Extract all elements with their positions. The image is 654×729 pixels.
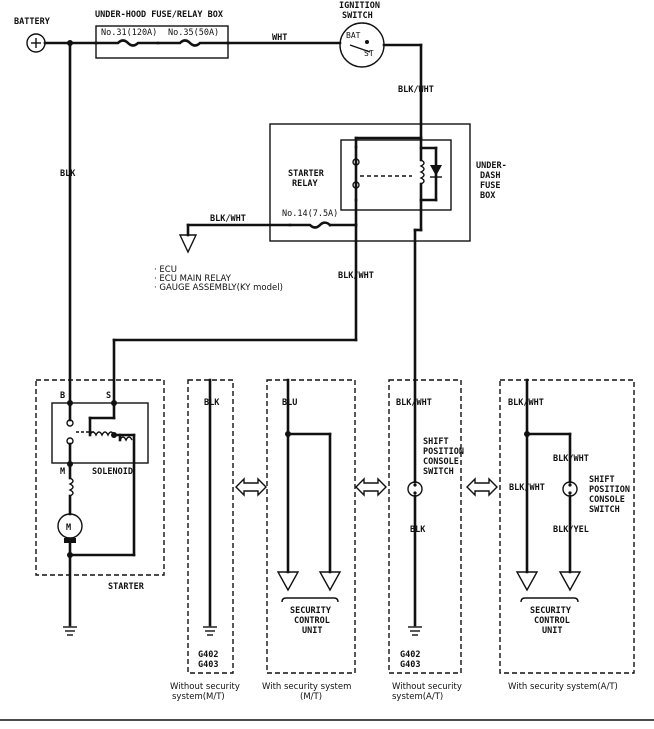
p1-ground — [203, 626, 217, 636]
wht-label: WHT — [272, 33, 287, 43]
ignition-switch — [339, 22, 385, 68]
ecu-arrow — [178, 234, 198, 254]
p4-shift-switch — [562, 481, 578, 497]
p1-caption1: Without security — [170, 682, 240, 692]
p3-g402: G402 — [400, 650, 420, 660]
fuse-31-label: No.31(120A) — [101, 28, 157, 38]
p4-unit-label2: CONTROL — [534, 616, 570, 626]
ecu-item3: · GAUGE ASSEMBLY(KY model) — [154, 283, 283, 293]
ecu-item2: · ECU MAIN RELAY — [154, 274, 232, 284]
panel-security-at — [499, 379, 635, 674]
p4-wire1-label: BLK/WHT — [508, 398, 544, 408]
p1-wire-label: BLK — [204, 398, 220, 408]
p3-switch-label3: CONSOLE — [423, 457, 459, 467]
p3-wire2-label: BLK — [410, 525, 426, 535]
alt-arrow-2 — [355, 477, 387, 497]
p1-g402: G402 — [198, 650, 218, 660]
p3-ground — [408, 626, 422, 636]
fuse-31-symbol — [94, 39, 160, 47]
p2-unit-bracket — [281, 597, 339, 603]
starter-relay-label1: STARTER — [288, 169, 325, 179]
underdash-label4: BOX — [480, 191, 495, 201]
alt-arrow-3 — [466, 477, 498, 497]
p4-switch-label3: CONSOLE — [589, 495, 625, 505]
ecu-item1: · ECU — [154, 265, 177, 275]
p3-caption1: Without security — [392, 682, 462, 692]
p1-caption2: system(M/T) — [172, 692, 225, 702]
st-terminal-label: ST — [364, 49, 374, 58]
bat-terminal-label: BAT — [346, 31, 361, 40]
p3-wire-label: BLK/WHT — [396, 398, 432, 408]
ignition-label-line1: IGNITION — [339, 1, 380, 11]
underdash-label2: DASH — [480, 171, 500, 181]
p3-shift-switch — [407, 481, 423, 497]
p4-caption: With security system(A/T) — [508, 682, 618, 692]
p4-switch-label1: SHIFT — [589, 475, 615, 485]
starter-relay-box — [340, 139, 452, 211]
p2-unit-label3: UNIT — [302, 626, 322, 636]
p3-switch-label2: POSITION — [423, 447, 464, 457]
blkwht-relay-label: BLK/WHT — [338, 271, 374, 281]
terminal-b-label: B — [60, 391, 65, 401]
underhood-box-label: UNDER-HOOD FUSE/RELAY BOX — [95, 10, 223, 20]
starter-dashed-box — [35, 379, 165, 576]
solenoid-internals — [66, 401, 136, 557]
p1-g403: G403 — [198, 660, 218, 670]
p3-switch-label1: SHIFT — [423, 437, 449, 447]
solenoid-label: SOLENOID — [92, 467, 133, 477]
starter-ground — [63, 626, 77, 636]
alt-arrow-1 — [235, 477, 267, 497]
terminal-s-label: S — [106, 391, 111, 401]
p2-wire-label: BLU — [282, 398, 297, 408]
terminal-m-label: M — [60, 467, 65, 477]
p3-caption2: system(A/T) — [392, 692, 443, 702]
p3-g403: G403 — [400, 660, 420, 670]
p4-unit-label1: SECURITY — [530, 606, 572, 616]
ignition-label-line2: SWITCH — [342, 11, 373, 21]
p4-switch-label4: SWITCH — [589, 505, 620, 515]
p2-unit-label1: SECURITY — [290, 606, 332, 616]
p4-unit-bracket — [520, 597, 579, 603]
underdash-label3: FUSE — [480, 181, 500, 191]
underdash-fuse-box — [269, 123, 471, 242]
starter-label: STARTER — [108, 582, 145, 592]
p4-wire3-label: BLK/WHT — [509, 483, 545, 493]
starter-motor: M — [57, 513, 83, 543]
panel-security-mt — [266, 379, 356, 674]
p3-switch-label4: SWITCH — [423, 467, 454, 477]
p4-wire2-label: BLK/WHT — [553, 454, 589, 464]
p4-unit-arrow-2 — [558, 571, 582, 592]
panel-no-security-at — [388, 379, 462, 674]
underdash-label1: UNDER- — [476, 161, 507, 171]
field-coil — [68, 477, 74, 497]
p2-caption2: (M/T) — [300, 692, 322, 702]
panel-no-security-mt — [187, 379, 234, 674]
blkwht-left-label: BLK/WHT — [210, 214, 246, 224]
blkwht-ign-label: BLK/WHT — [398, 85, 434, 95]
motor-label: M — [66, 523, 71, 533]
p4-wire4-label: BLK/YEL — [553, 525, 589, 535]
battery-label: BATTERY — [14, 17, 51, 27]
p2-unit-arrow-1 — [276, 571, 300, 592]
relay-diode — [430, 165, 442, 176]
fuse-35-label: No.35(50A) — [168, 28, 219, 38]
p2-unit-label2: CONTROL — [294, 616, 330, 626]
starter-relay-coil — [419, 136, 442, 202]
solenoid-box — [51, 402, 149, 464]
blk-main-label: BLK — [60, 169, 76, 179]
p4-unit-label3: UNIT — [542, 626, 562, 636]
starter-relay-contacts — [352, 145, 412, 202]
fuse-35-symbol — [156, 39, 230, 47]
p4-switch-label2: POSITION — [589, 485, 630, 495]
battery-symbol — [26, 33, 46, 53]
p2-unit-arrow-2 — [318, 571, 342, 592]
fuse-14-label: No.14(7.5A) — [282, 209, 338, 219]
p4-unit-arrow-1 — [515, 571, 539, 592]
p2-caption1: With security system — [262, 682, 351, 692]
starter-relay-label2: RELAY — [292, 179, 318, 189]
fuse-14-symbol — [288, 221, 332, 229]
